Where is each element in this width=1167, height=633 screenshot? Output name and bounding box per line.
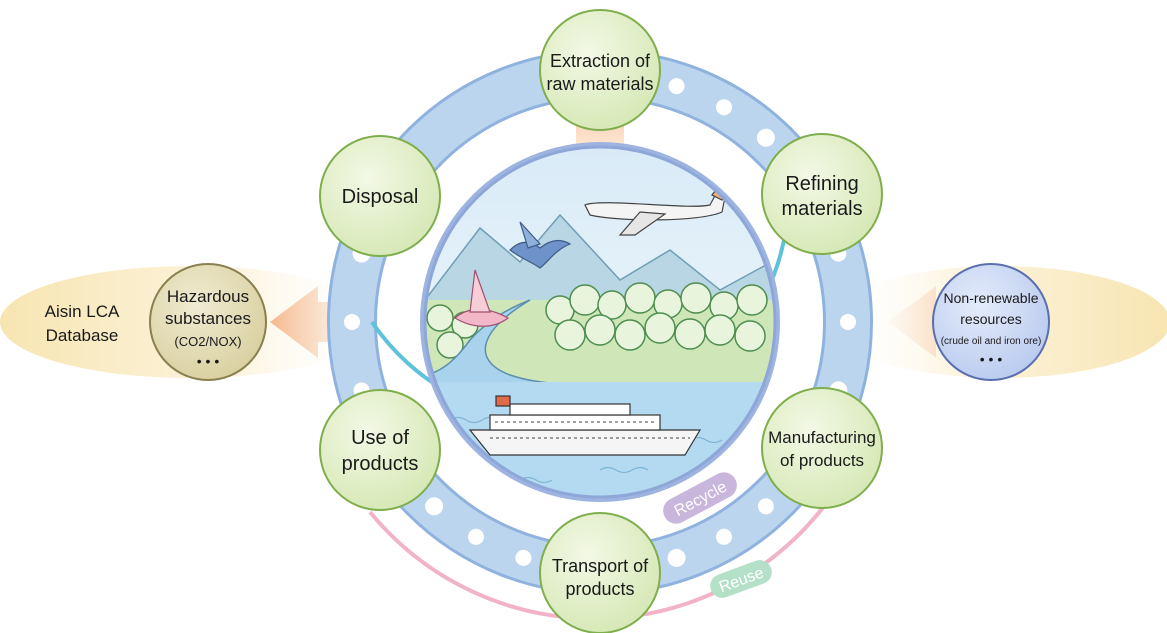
resources-line1: Non-renewable — [944, 290, 1039, 306]
hazardous-line1: Hazardous — [167, 287, 249, 306]
stage-use-line2: products — [342, 453, 419, 475]
flow-dot — [515, 549, 532, 566]
stage-manufacturing-line2: of products — [780, 451, 864, 470]
stage-disposal-line1: Disposal — [342, 186, 419, 208]
stage-transport-line2: products — [565, 579, 634, 599]
resources-line3: (crude oil and iron ore) — [941, 336, 1042, 347]
flow-dot — [756, 128, 775, 147]
stage-refining: Refining materials — [761, 133, 883, 255]
flow-dot — [667, 548, 686, 567]
stage-extraction-line1: Extraction of — [550, 51, 651, 71]
nonrenewable-resources-node: Non-renewable resources (crude oil and i… — [932, 263, 1050, 381]
stage-transport: Transport of products — [539, 512, 661, 633]
flow-dot — [344, 314, 360, 330]
stage-manufacturing: Manufacturing of products — [761, 387, 883, 509]
hazardous-substances-node: Hazardous substances (CO2/NOX) • • • — [149, 263, 267, 381]
stage-extraction: Extraction of raw materials — [539, 9, 661, 131]
nature-scene-illustration — [420, 142, 780, 502]
flow-dot — [716, 99, 732, 116]
hazardous-line2: substances — [165, 309, 251, 328]
stage-transport-line1: Transport of — [552, 556, 649, 576]
bird-pink-illustration — [453, 269, 510, 327]
stage-extraction-line2: raw materials — [546, 74, 653, 94]
stage-manufacturing-line1: Manufacturing — [768, 428, 876, 447]
resources-dots: • • • — [980, 351, 1003, 367]
stage-refining-line1: Refining — [785, 173, 858, 195]
flow-dot — [668, 78, 685, 95]
hazardous-line3: (CO2/NOX) — [174, 334, 241, 349]
bird-blue-illustration — [509, 221, 572, 269]
flow-dot — [757, 498, 774, 515]
stage-use-line1: Use of — [351, 427, 409, 449]
stage-refining-line2: materials — [781, 198, 862, 220]
flow-dot — [425, 497, 444, 516]
database-label-line2: Database — [46, 326, 119, 345]
flow-dot — [716, 528, 732, 545]
flow-dot — [468, 528, 484, 545]
resources-line2: resources — [960, 311, 1021, 327]
stage-use: Use of products — [319, 389, 441, 511]
ship-illustration — [468, 395, 702, 456]
flow-dot — [840, 314, 856, 330]
hazardous-dots: • • • — [197, 353, 220, 369]
stage-disposal: Disposal — [319, 135, 441, 257]
database-label-line1: Aisin LCA — [45, 302, 120, 321]
